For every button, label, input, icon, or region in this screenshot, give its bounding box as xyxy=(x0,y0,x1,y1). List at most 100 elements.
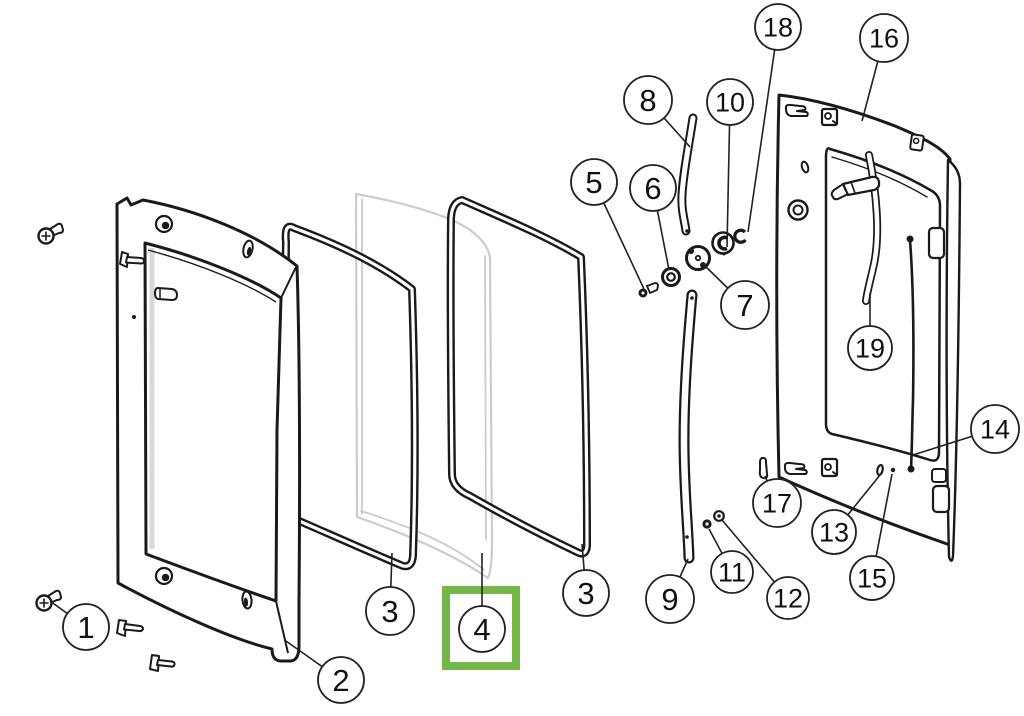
callout-circle[interactable] xyxy=(811,509,857,555)
callout-circle[interactable] xyxy=(623,75,673,125)
callout-circle[interactable] xyxy=(365,586,415,636)
callout-circle[interactable] xyxy=(710,550,754,594)
callout-7[interactable]: 7 xyxy=(701,262,770,330)
callout-circle[interactable] xyxy=(317,656,365,704)
callout-10[interactable]: 10 xyxy=(706,78,754,248)
callout-11[interactable]: 11 xyxy=(708,528,754,594)
panel-oval-hole xyxy=(800,160,810,174)
glass-pane-ghost xyxy=(354,192,494,580)
hook-clip-top-icon xyxy=(784,103,809,117)
bracket-17 xyxy=(758,456,769,480)
washer-6 xyxy=(661,267,681,287)
callout-number: 12 xyxy=(773,583,803,613)
callout-circle[interactable] xyxy=(458,605,506,653)
bottom-right-tab-large xyxy=(931,484,951,514)
lock-rod xyxy=(906,235,915,473)
callout-18[interactable]: 18 xyxy=(747,3,802,233)
outer-door-panel xyxy=(758,93,962,562)
callout-number: 13 xyxy=(819,517,849,547)
circlip-10 xyxy=(711,231,735,256)
callout-13[interactable]: 13 xyxy=(811,474,881,555)
callout-number: 15 xyxy=(857,563,887,593)
callout-number: 7 xyxy=(736,288,753,323)
callout-12[interactable]: 12 xyxy=(721,519,810,620)
callout-number: 16 xyxy=(869,23,899,53)
outer-panel-fold xyxy=(945,158,962,562)
callout-number: 11 xyxy=(718,557,746,587)
panel-grommet xyxy=(787,199,809,221)
callout-number: 14 xyxy=(980,414,1010,444)
mid-right-tab xyxy=(927,226,946,260)
callout-circle[interactable] xyxy=(859,13,909,63)
frame-stud xyxy=(153,286,179,302)
callout-number: 10 xyxy=(715,87,745,117)
hinge-hardware xyxy=(638,228,747,529)
frame-oval-hole-bottom xyxy=(241,590,253,610)
callout-17[interactable]: 17 xyxy=(752,475,802,528)
callout-circle[interactable] xyxy=(849,555,895,601)
pan-screw-bottom xyxy=(35,589,62,612)
callout-circle[interactable] xyxy=(720,280,770,330)
callout-circle[interactable] xyxy=(970,404,1020,454)
callout-circle[interactable] xyxy=(706,78,754,126)
callout-number: 19 xyxy=(855,333,885,363)
door-frame-seal xyxy=(281,222,419,571)
callout-circle[interactable] xyxy=(562,569,610,617)
flat-bolt xyxy=(149,654,176,672)
panel-recess xyxy=(824,147,942,462)
callout-5[interactable]: 5 xyxy=(570,158,645,290)
leader-line xyxy=(726,101,731,248)
flat-screw-upper xyxy=(119,251,145,268)
callout-circle[interactable] xyxy=(752,478,802,528)
callout-number: 6 xyxy=(644,171,661,206)
nut-11 xyxy=(702,519,712,529)
callout-number: 3 xyxy=(577,576,594,611)
callout-circle[interactable] xyxy=(766,576,810,620)
panel-hole-15 xyxy=(890,467,896,473)
callout-number: 4 xyxy=(473,612,490,647)
frame-oval-hole-top xyxy=(242,239,254,259)
callout-9[interactable]: 9 xyxy=(645,558,695,624)
hook-clip-bottom-icon xyxy=(783,461,808,475)
frame-pin-hole xyxy=(132,315,136,319)
callout-16[interactable]: 16 xyxy=(859,13,909,122)
callout-number: 2 xyxy=(332,663,349,698)
callout-1[interactable]: 1 xyxy=(49,600,110,651)
callout-number: 18 xyxy=(763,12,793,42)
callout-number: 1 xyxy=(77,610,94,645)
hinge-arm-upper xyxy=(677,113,698,236)
callout-circle[interactable] xyxy=(570,158,618,206)
square-clip-top-icon xyxy=(820,107,839,127)
panel-hole-13 xyxy=(876,463,884,477)
callout-number: 3 xyxy=(381,594,398,629)
nut-12 xyxy=(713,510,725,522)
frame-screw-hole-top xyxy=(154,214,174,234)
callout-14[interactable]: 14 xyxy=(912,404,1020,456)
callout-2[interactable]: 2 xyxy=(285,640,365,704)
callout-15[interactable]: 15 xyxy=(849,473,895,601)
callout-8[interactable]: 8 xyxy=(623,75,691,148)
callout-4[interactable]: 4 xyxy=(458,553,506,653)
inner-door-frame xyxy=(115,196,302,663)
selection-highlight-layer xyxy=(442,586,520,670)
callout-number: 8 xyxy=(639,83,656,118)
callout-3[interactable]: 3 xyxy=(562,543,610,617)
callout-number: 5 xyxy=(585,165,602,200)
callout-circle[interactable] xyxy=(62,603,110,651)
callout-3[interactable]: 3 xyxy=(365,552,415,636)
callout-number: 9 xyxy=(661,582,678,617)
hinge-arm-lower xyxy=(678,289,698,564)
callout-6[interactable]: 6 xyxy=(629,164,677,271)
right-clip-icon xyxy=(909,133,925,152)
callout-19[interactable]: 19 xyxy=(847,293,893,371)
callout-circle[interactable] xyxy=(645,574,695,624)
retaining-ring-18 xyxy=(733,228,747,244)
latch-pin xyxy=(830,175,881,201)
callout-circle[interactable] xyxy=(754,3,802,51)
callout-circle[interactable] xyxy=(847,325,893,371)
callout-circle[interactable] xyxy=(629,164,677,212)
callout-number: 17 xyxy=(762,488,792,518)
frame-screw-hole-bottom xyxy=(154,566,174,586)
